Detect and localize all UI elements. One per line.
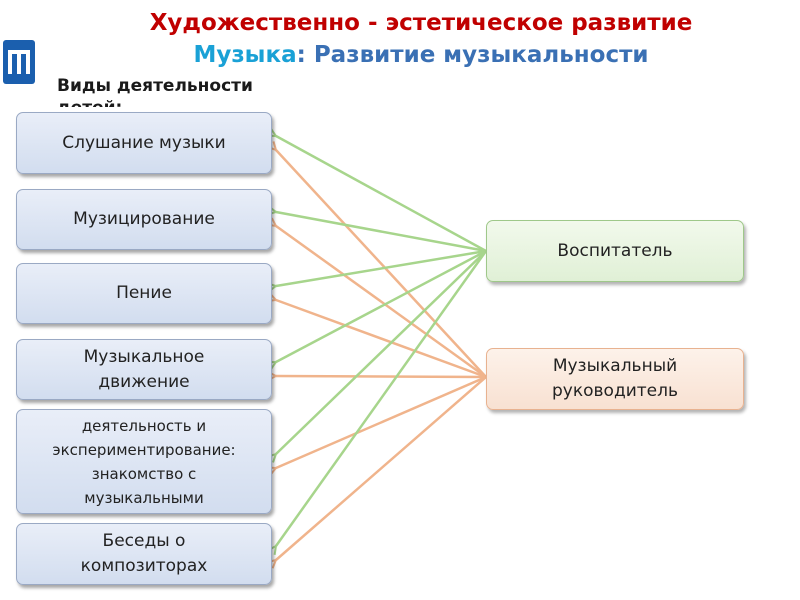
activity-music-making: Музицирование (16, 189, 272, 250)
teacher-link-line (276, 212, 487, 253)
activity-composers: Беседы о композиторах (16, 523, 272, 585)
music-director-link-line (276, 376, 487, 377)
role-music-director: Музыкальный руководитель (486, 348, 744, 410)
teacher-link-line (276, 250, 488, 546)
activity-movement: Музыкальное движение (16, 339, 272, 400)
music-director-link-line (276, 150, 487, 378)
activities-heading: Виды деятельности детей: (57, 76, 253, 107)
music-director-link-line (276, 226, 487, 379)
publisher-logo-icon (3, 40, 35, 84)
role-teacher: Воспитатель (486, 220, 744, 282)
activity-singing: Пение (16, 263, 272, 324)
music-director-link-line (276, 376, 487, 560)
music-director-link-line (276, 300, 487, 379)
subtitle-highlight: Музыка (193, 42, 297, 68)
teacher-link-line (276, 136, 487, 253)
teacher-link-line (276, 249, 487, 362)
activity-instruments: Познавательная деятельность и эксперимен… (16, 409, 272, 514)
page-title: Художественно - эстетическое развитие (149, 10, 693, 36)
teacher-link-line (276, 250, 487, 454)
page-subtitle: Музыка: Развитие музыкальности (0, 42, 800, 68)
music-director-link-line (276, 375, 487, 468)
activity-listening: Слушание музыки (16, 112, 272, 174)
subtitle-rest: : Развитие музыкальности (296, 42, 649, 68)
teacher-link-line (276, 249, 487, 286)
